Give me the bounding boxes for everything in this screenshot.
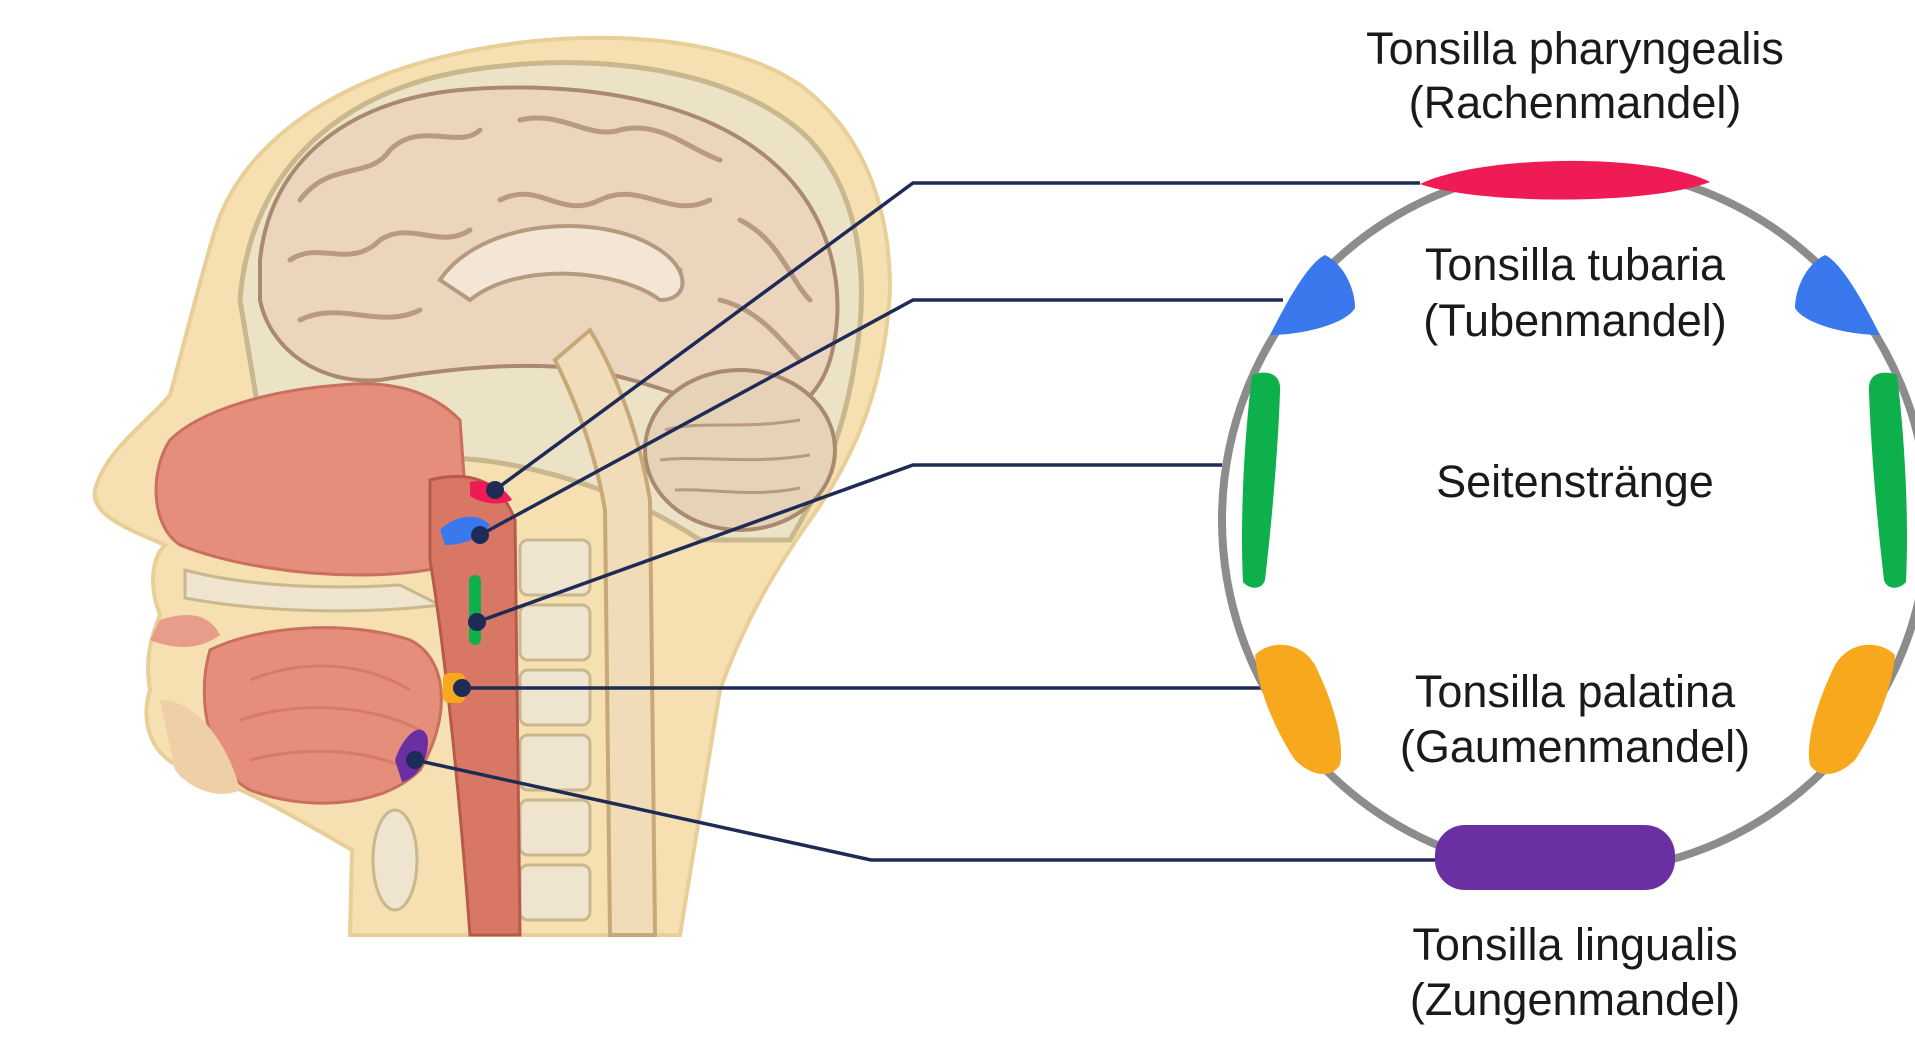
label-palatina-name: Tonsilla palatina (1415, 666, 1736, 717)
ring-seitenstrang-right (1868, 372, 1907, 588)
spinal-cord (552, 326, 658, 937)
corpus-callosum (437, 224, 685, 303)
label-tubaria-german: (Tubenmandel) (1423, 295, 1727, 346)
label-palatina-german: (Gaumenmandel) (1400, 721, 1750, 772)
labels: Tonsilla pharyngealis (Rachenmandel) Ton… (1366, 23, 1784, 1025)
ring-tubaria-right (1795, 255, 1880, 335)
leader-dots (406, 481, 504, 769)
lips (150, 615, 220, 647)
ring-lingualis (1435, 825, 1675, 890)
ring-palatina-left (1255, 644, 1342, 775)
dot-seitenstraenge (468, 613, 486, 631)
leader-seitenstraenge (476, 463, 1222, 624)
leader-tubaria (479, 298, 1283, 537)
label-seitenstraenge: Seitenstränge (1436, 456, 1714, 507)
nasal-oral-tissue (154, 382, 472, 577)
chin (160, 700, 240, 794)
dot-lingualis (406, 751, 424, 769)
label-lingualis-name: Tonsilla lingualis (1412, 919, 1737, 970)
ring-pharyngealis (1420, 160, 1710, 200)
label-pharyngealis-name: Tonsilla pharyngealis (1366, 23, 1784, 74)
dot-tubaria (471, 526, 489, 544)
ring-seitenstrang-left (1242, 372, 1281, 588)
leader-lingualis (414, 758, 1435, 862)
label-pharyngealis-german: (Rachenmandel) (1409, 77, 1742, 128)
label-lingualis-german: (Zungenmandel) (1410, 974, 1740, 1025)
dot-pharyngealis (486, 481, 504, 499)
vertebrae (518, 538, 592, 922)
dot-palatina (453, 679, 471, 697)
ring-palatina-right (1808, 644, 1895, 775)
spot-tubaria (440, 516, 490, 545)
label-tubaria-name: Tonsilla tubaria (1425, 239, 1726, 290)
tongue-muscle (239, 664, 421, 772)
brain-folds (287, 115, 813, 363)
spot-seitenstraenge (469, 575, 481, 645)
leader-lines (414, 181, 1435, 862)
larynx (371, 808, 419, 912)
head-illustration (92, 35, 893, 937)
pharynx (428, 474, 522, 937)
ring-tubaria-left (1270, 255, 1355, 335)
leader-pharyngealis (493, 181, 1420, 492)
